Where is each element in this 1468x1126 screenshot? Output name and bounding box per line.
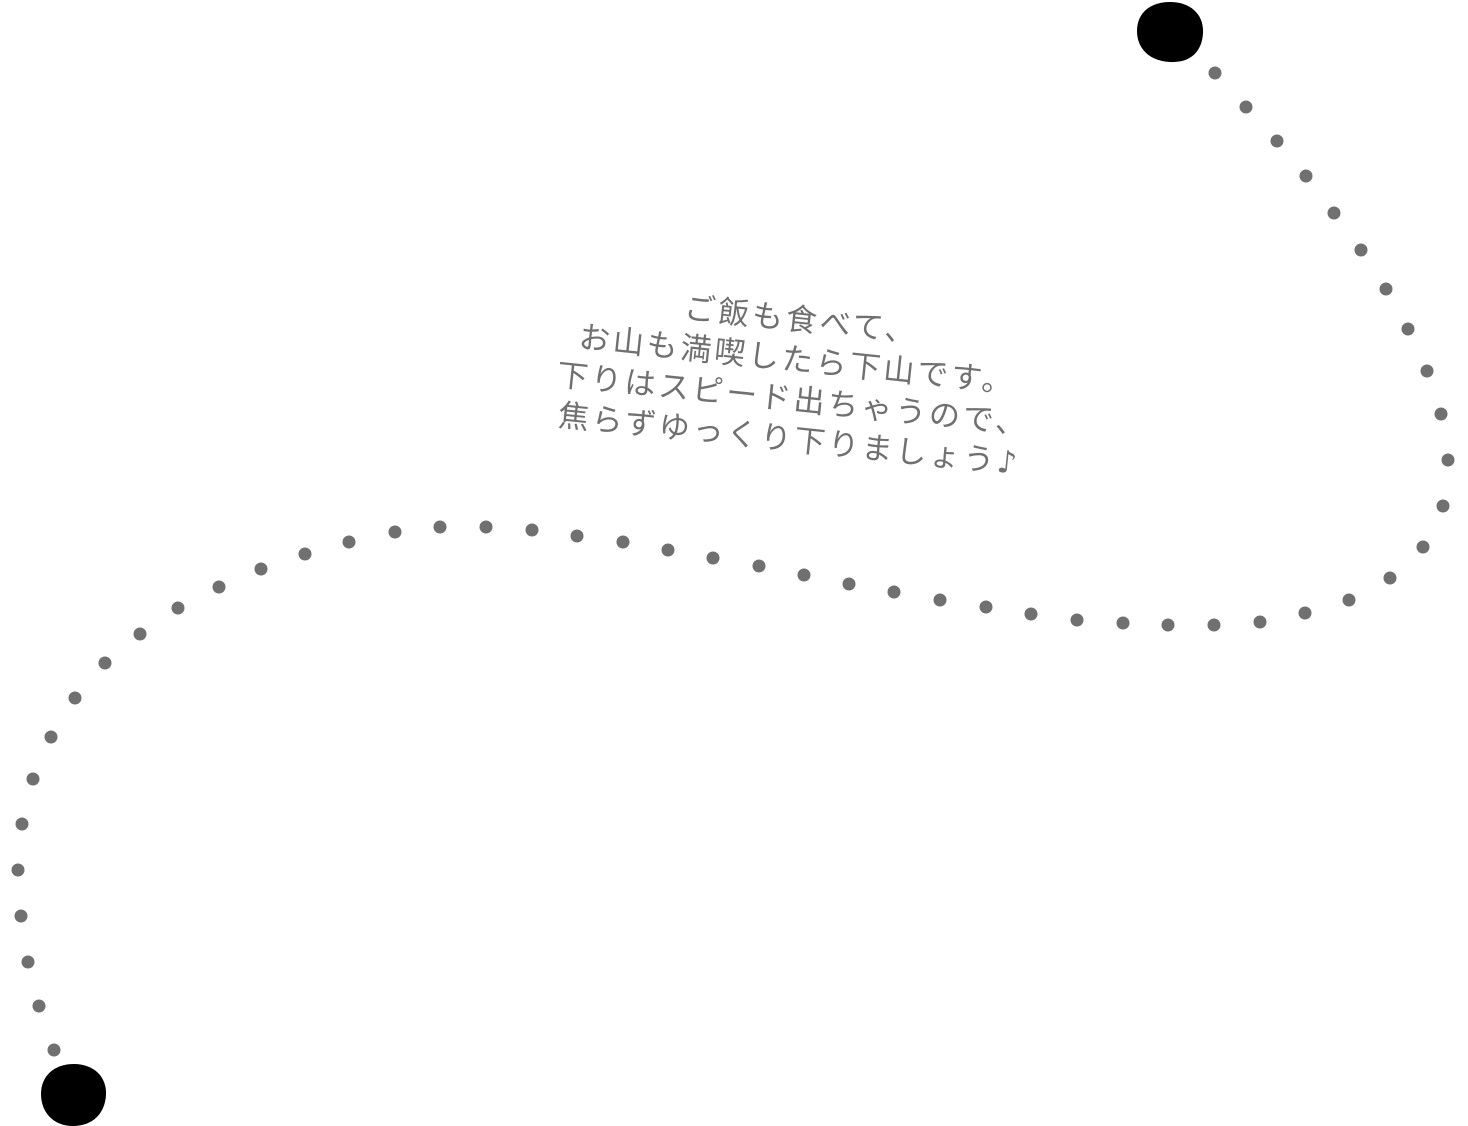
trail-dot-22 — [1024, 607, 1038, 621]
trail-dot-49 — [14, 909, 28, 923]
trail-dot-23 — [979, 600, 993, 614]
trail-dot-14 — [1383, 571, 1397, 585]
trail-dot-46 — [26, 772, 40, 786]
trail-dot-20 — [1116, 616, 1130, 630]
trail-dot-18 — [1207, 618, 1221, 632]
trail-dot-43 — [98, 656, 112, 670]
start-marker-top-right — [1137, 2, 1204, 63]
trail-dot-2 — [1239, 100, 1253, 114]
trail-dot-9 — [1420, 364, 1434, 378]
trail-dot-41 — [171, 601, 185, 615]
trail-dot-37 — [342, 535, 356, 549]
trail-dot-50 — [21, 955, 35, 969]
trail-dot-10 — [1434, 407, 1448, 421]
trail-dot-17 — [1253, 615, 1267, 629]
trail-dot-29 — [706, 551, 720, 565]
trail-dot-34 — [479, 520, 493, 534]
trail-dot-30 — [661, 543, 675, 557]
trail-dot-35 — [433, 520, 447, 534]
trail-dot-6 — [1354, 243, 1368, 257]
trail-dot-40 — [212, 580, 226, 594]
trail-dot-12 — [1436, 499, 1450, 513]
trail-dot-47 — [15, 817, 29, 831]
trail-dot-19 — [1161, 618, 1175, 632]
trail-dot-42 — [133, 627, 147, 641]
trail-dot-11 — [1441, 453, 1455, 467]
trail-dots — [11, 66, 1455, 1057]
trail-dot-51 — [32, 999, 46, 1013]
trail-dot-15 — [1342, 593, 1356, 607]
trail-dot-7 — [1379, 282, 1393, 296]
trail-dot-24 — [933, 593, 947, 607]
trail-dot-48 — [11, 863, 25, 877]
trail-dot-45 — [44, 730, 58, 744]
trail-dot-5 — [1327, 206, 1341, 220]
trail-dot-38 — [298, 547, 312, 561]
trail-dot-25 — [887, 585, 901, 599]
trail-dot-16 — [1298, 606, 1312, 620]
trail-dot-39 — [254, 562, 268, 576]
trail-dot-26 — [842, 577, 856, 591]
trail-dot-4 — [1299, 169, 1313, 183]
trail-dot-31 — [616, 535, 630, 549]
trail-dot-27 — [797, 568, 811, 582]
trail-dot-36 — [388, 525, 402, 539]
trail-dot-52 — [47, 1043, 61, 1057]
trail-dot-3 — [1270, 134, 1284, 148]
trail-dot-44 — [68, 691, 82, 705]
trail-dot-8 — [1401, 322, 1415, 336]
end-marker-bottom-left — [41, 1064, 107, 1126]
trail-dot-13 — [1416, 540, 1430, 554]
trail-dot-33 — [525, 523, 539, 537]
trail-dot-32 — [570, 529, 584, 543]
trail-dot-28 — [752, 559, 766, 573]
trail-dot-1 — [1208, 66, 1222, 80]
trail-dot-21 — [1070, 613, 1084, 627]
